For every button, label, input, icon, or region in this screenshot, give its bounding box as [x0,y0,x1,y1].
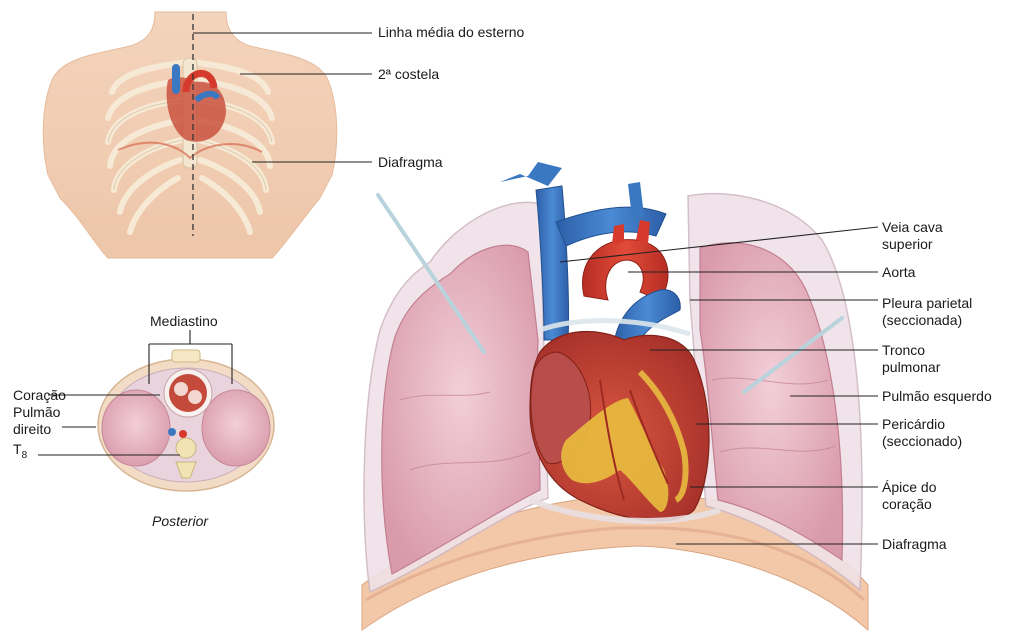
label-t8-subscript: 8 [22,450,28,461]
label-pulmao-esquerdo: Pulmão esquerdo [882,388,992,405]
label-pleura-line1: Pleura parietal [882,295,972,312]
label-aorta: Aorta [882,264,915,281]
label-t8: T8 [13,441,27,464]
label-pulmao-direito-line1: Pulmão [13,404,60,421]
label-diafragma-bottom: Diafragma [882,536,947,553]
label-pericardio-line2: (seccionado) [882,433,962,450]
label-t8-letter: T [13,441,22,457]
label-tronco-line2: pulmonar [882,359,940,376]
label-coracao: Coração [13,387,66,404]
label-pericardio-line1: Pericárdio [882,416,945,433]
cross-section-illustration [98,330,274,491]
label-tronco-line1: Tronco [882,342,925,359]
label-pulmao-direito-line2: direito [13,421,51,438]
label-veia-cava-line2: superior [882,236,933,253]
label-linha-media: Linha média do esterno [378,24,524,41]
label-apice-line2: coração [882,496,932,513]
torso-illustration [43,12,337,258]
label-posterior: Posterior [152,513,208,530]
label-pleura-line2: (seccionada) [882,312,962,329]
label-diafragma-top: Diafragma [378,154,443,171]
label-veia-cava-line1: Veia cava [882,219,943,236]
label-mediastino: Mediastino [150,313,218,330]
label-costela: 2ª costela [378,66,439,83]
label-apice-line1: Ápice do [882,479,936,496]
